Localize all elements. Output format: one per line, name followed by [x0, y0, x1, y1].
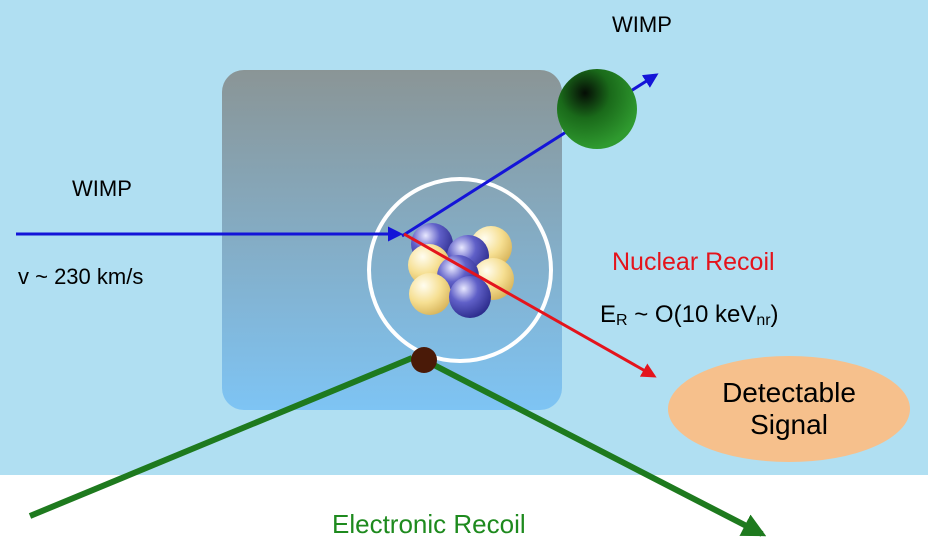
wimp-outgoing-label: WIMP	[612, 12, 672, 37]
electronic-recoil-outgoing-path	[430, 361, 767, 537]
wimp-velocity-label: v ~ 230 km/s	[18, 264, 144, 289]
electronic-recoil-label: Electronic Recoil	[332, 509, 526, 539]
nuclear-recoil-label: Nuclear Recoil	[612, 248, 775, 276]
signal-line-1: Detectable	[722, 376, 856, 408]
nucleus-icon	[408, 223, 514, 318]
electronic-recoil-incoming-path	[28, 355, 414, 519]
signal-line-2: Signal	[750, 409, 828, 440]
detectable-signal-ellipse	[668, 356, 910, 462]
wimp-sphere-icon	[557, 69, 637, 149]
detectable-signal-label: Detectable Signal	[668, 356, 910, 462]
electron-icon	[411, 347, 437, 373]
energy-symbol: E	[600, 301, 617, 328]
energy-value-suffix: )	[770, 301, 779, 328]
recoil-energy-label: ER ~ O(10 keVnr)	[600, 303, 779, 329]
energy-value-prefix: ~ O(10 keV	[627, 301, 757, 328]
wimp-incoming-label: WIMP	[72, 176, 132, 201]
nuclear-recoil-path	[403, 232, 657, 378]
energy-unit-subscript: nr	[756, 312, 771, 329]
background-ground	[0, 475, 928, 547]
atom-boundary	[367, 177, 553, 363]
energy-subscript: R	[616, 312, 628, 329]
